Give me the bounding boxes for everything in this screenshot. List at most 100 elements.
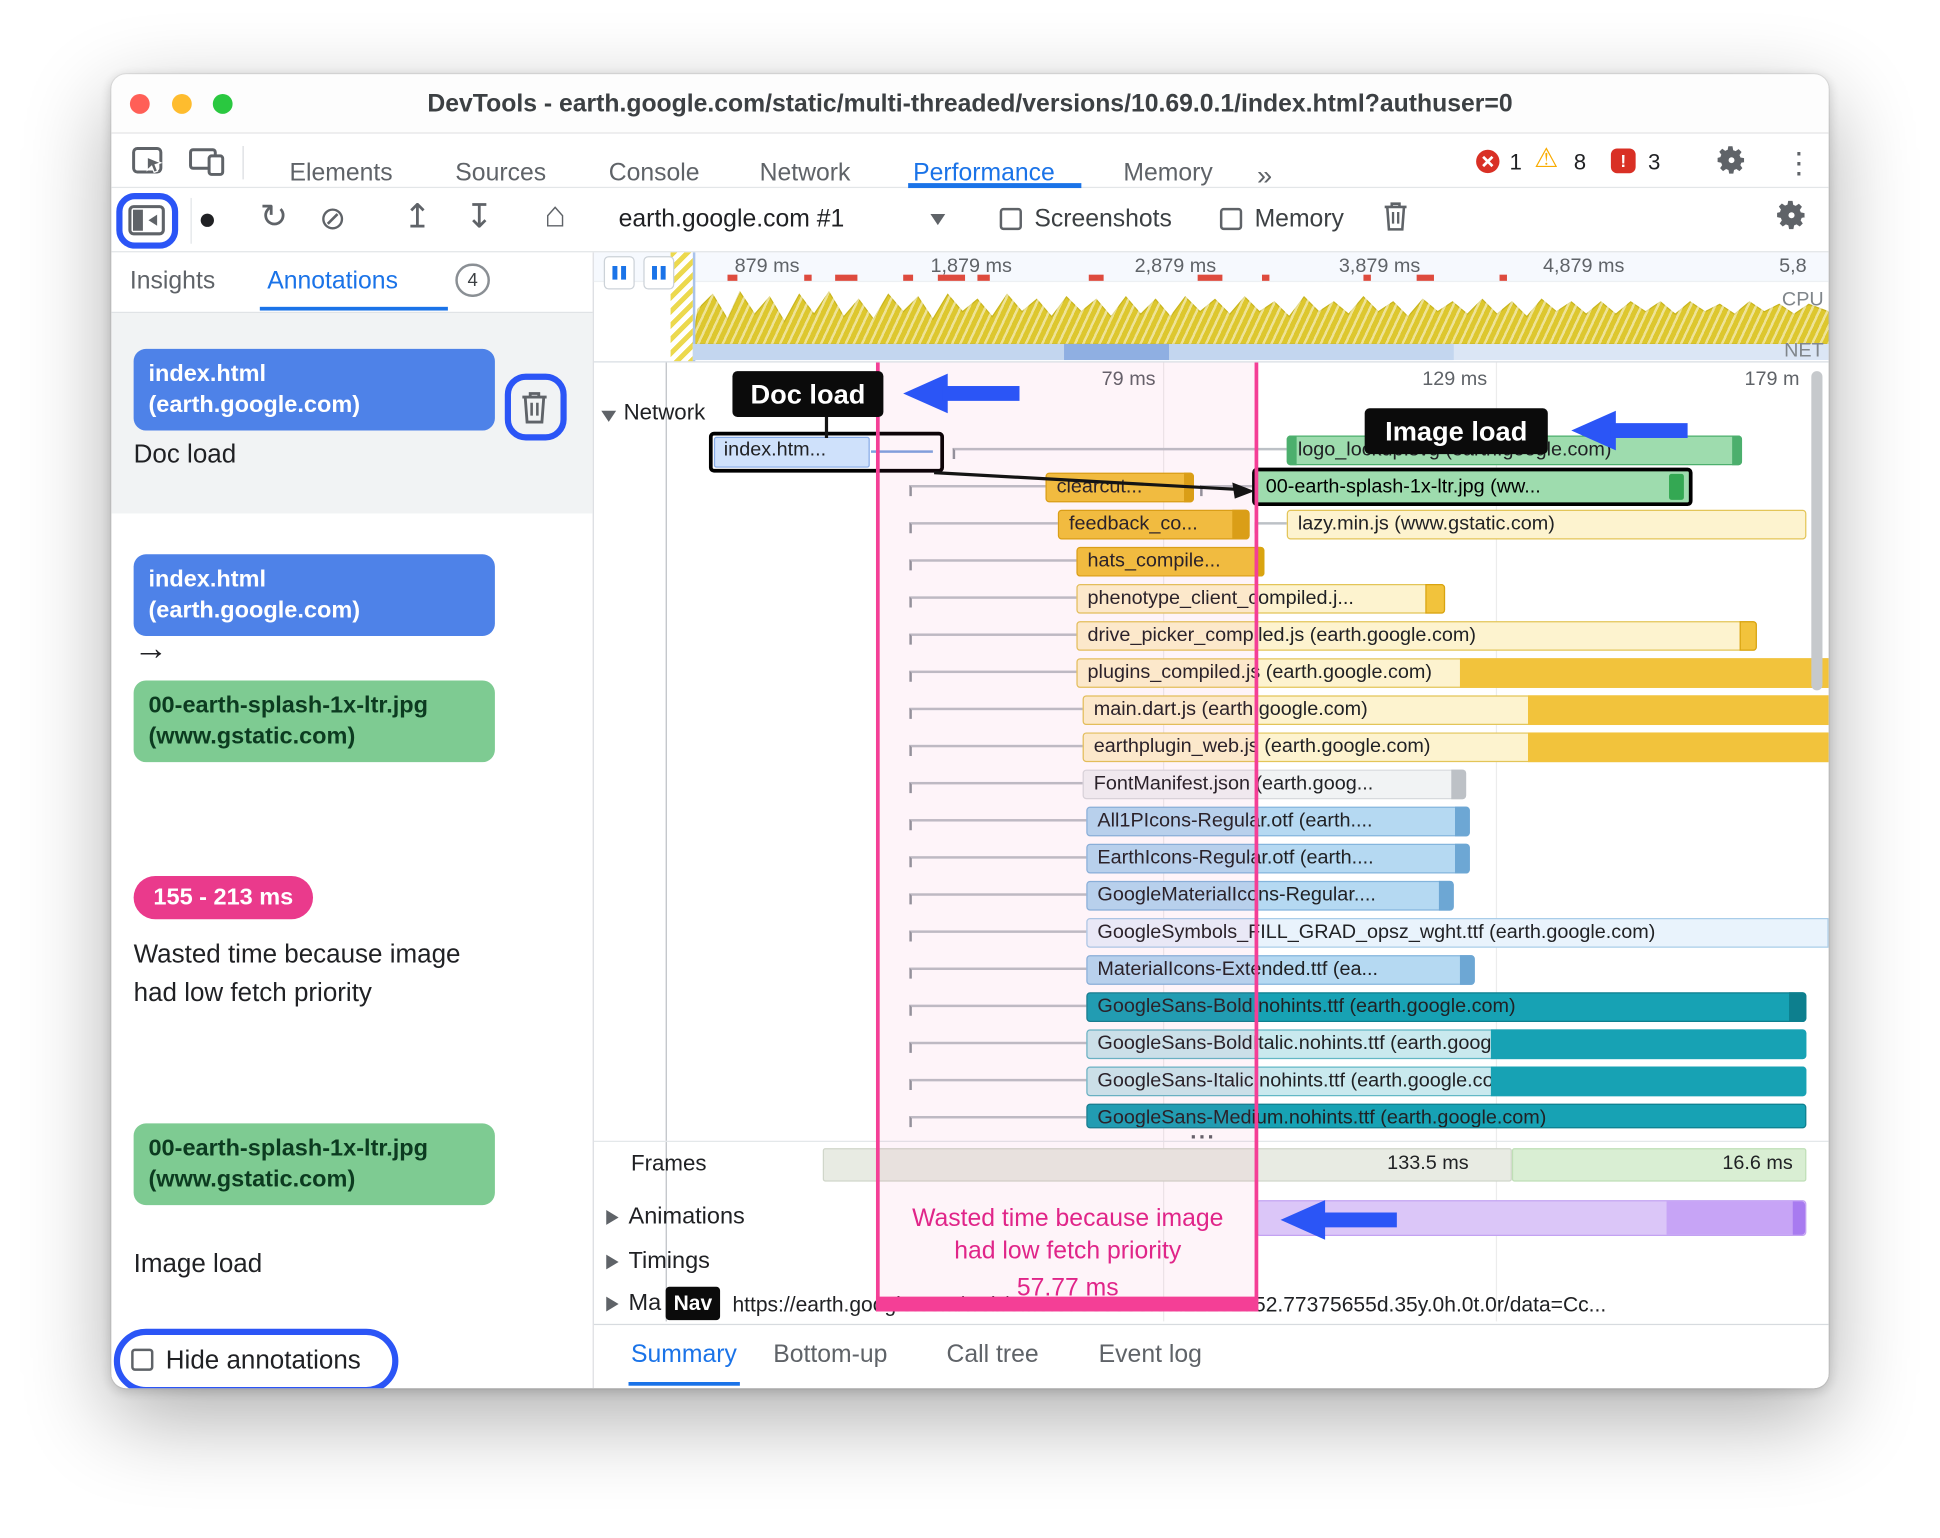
network-request-bar[interactable]: plugins_compiled.js (earth.google.com) — [1076, 658, 1829, 688]
screenshots-checkbox[interactable] — [999, 207, 1022, 231]
inspect-icon[interactable] — [131, 145, 166, 186]
doc-load-annotation-chip[interactable]: Doc load — [732, 371, 884, 417]
upload-profile-icon[interactable]: ↥ — [403, 197, 432, 236]
main-track-label[interactable]: Ma — [628, 1290, 662, 1317]
network-request-bar[interactable]: GoogleSans-Bold.nohints.ttf (earth.googl… — [1086, 992, 1807, 1022]
annotation-pill-index[interactable]: index.html (earth.google.com) — [133, 348, 495, 431]
collect-garbage-icon[interactable] — [1381, 199, 1411, 239]
tab-elements[interactable]: Elements — [289, 159, 393, 187]
gear-icon[interactable] — [1715, 144, 1748, 184]
issues-icon[interactable]: ! — [1610, 148, 1636, 174]
network-overflow-ellipsis[interactable]: ... — [1190, 1118, 1217, 1144]
network-request-bar[interactable]: GoogleSans-Medium.nohints.ttf (earth.goo… — [1086, 1103, 1807, 1129]
network-request-bar[interactable]: All1PIcons-Regular.otf (earth.... — [1086, 806, 1470, 837]
longtask-mark — [1088, 274, 1104, 281]
network-request-bar[interactable]: hats_compile... — [1076, 546, 1265, 577]
frame-bar-1[interactable]: 133.5 ms — [822, 1148, 1512, 1182]
tab-console[interactable]: Console — [608, 159, 700, 187]
request-whisker — [909, 744, 1083, 756]
close-button[interactable] — [129, 94, 150, 114]
error-icon[interactable] — [1475, 148, 1501, 180]
network-request-bar[interactable]: lazy.min.js (www.gstatic.com) — [1286, 509, 1807, 540]
network-request-bar[interactable]: earthplugin_web.js (earth.google.com) — [1082, 732, 1829, 763]
tab-sources[interactable]: Sources — [455, 159, 547, 187]
network-request-bar[interactable]: phenotype_client_compiled.j... — [1076, 583, 1446, 614]
image-load-callout-arrow-icon — [1571, 410, 1690, 451]
screenshots-label[interactable]: Screenshots — [1034, 205, 1172, 233]
time-marker: 179 m — [1744, 368, 1800, 390]
timings-disclosure-triangle-icon[interactable] — [606, 1254, 619, 1270]
clear-icon[interactable]: ⊘ — [319, 199, 347, 237]
panel-settings-gear-icon[interactable] — [1774, 198, 1809, 239]
chevron-down-icon[interactable] — [930, 214, 946, 226]
animation-bar[interactable] — [1255, 1200, 1807, 1237]
bottom-tab-event-log[interactable]: Event log — [1098, 1341, 1202, 1369]
hide-annotations-label[interactable]: Hide annotations — [165, 1346, 361, 1375]
home-icon[interactable]: ⌂ — [544, 195, 567, 236]
request-tail — [871, 450, 933, 453]
frame-bar-2[interactable]: 16.6 ms — [1511, 1148, 1807, 1182]
network-request-bar[interactable]: MaterialIcons-Extended.ttf (ea... — [1086, 955, 1475, 985]
network-request-bar[interactable]: feedback_co... — [1057, 509, 1250, 540]
zoom-button[interactable] — [212, 94, 233, 114]
bottom-tab-bottom-up[interactable]: Bottom-up — [773, 1341, 888, 1369]
device-toolbar-icon[interactable] — [188, 145, 225, 186]
tab-performance[interactable]: Performance — [913, 159, 1055, 187]
selection-handle[interactable] — [670, 252, 693, 362]
network-request-bar[interactable]: GoogleSans-Italic.nohints.ttf (earth.goo… — [1086, 1066, 1807, 1097]
sidebar-tab-annotations[interactable]: Annotations — [267, 267, 398, 295]
scrollbar-thumb[interactable] — [1811, 371, 1823, 691]
annotation-pill-index-2[interactable]: index.html (earth.google.com) — [133, 554, 495, 636]
kebab-menu-icon[interactable]: ⋮ — [1784, 147, 1814, 181]
memory-checkbox[interactable] — [1219, 207, 1243, 231]
memory-label[interactable]: Memory — [1254, 205, 1344, 233]
trash-icon[interactable] — [518, 388, 550, 431]
divider — [111, 311, 593, 314]
network-request-bar[interactable]: FontManifest.json (earth.goog... — [1082, 769, 1467, 800]
title-bar: DevTools - earth.google.com/static/multi… — [111, 74, 1829, 134]
network-request-bar[interactable]: EarthIcons-Regular.otf (earth.... — [1086, 843, 1470, 874]
timings-track-label[interactable]: Timings — [628, 1248, 710, 1275]
animations-track-label[interactable]: Animations — [628, 1203, 745, 1230]
record-icon[interactable]: ● — [197, 201, 217, 237]
network-request-bar[interactable]: main.dart.js (earth.google.com) — [1082, 695, 1829, 726]
warning-icon[interactable]: ⚠ — [1534, 142, 1559, 174]
network-request-bar[interactable]: clearcut... — [1045, 472, 1194, 503]
download-profile-icon[interactable]: ↧ — [465, 197, 494, 236]
minimize-button[interactable] — [171, 94, 192, 114]
sidebar-tab-insights[interactable]: Insights — [129, 267, 216, 295]
annotation-pill-splash[interactable]: 00-earth-splash-1x-ltr.jpg (www.gstatic.… — [133, 680, 495, 763]
divider — [593, 361, 1829, 363]
error-count[interactable]: 1 — [1509, 149, 1522, 175]
animations-disclosure-triangle-icon[interactable] — [606, 1210, 619, 1225]
network-request-bar[interactable]: drive_picker_compiled.js (earth.google.c… — [1076, 621, 1757, 651]
network-request-bar-splash[interactable]: 00-earth-splash-1x-ltr.jpg (ww... — [1252, 467, 1693, 507]
main-disclosure-triangle-icon[interactable] — [606, 1296, 619, 1312]
network-request-bar[interactable]: GoogleMaterialIcons-Regular.... — [1086, 880, 1454, 911]
bottom-tab-call-tree[interactable]: Call tree — [946, 1341, 1039, 1369]
image-load-annotation-chip[interactable]: Image load — [1364, 408, 1548, 455]
annotation-pill-splash-2[interactable]: 00-earth-splash-1x-ltr.jpg (www.gstatic.… — [133, 1123, 495, 1206]
tab-memory[interactable]: Memory — [1123, 159, 1213, 187]
pause-button-1[interactable] — [603, 256, 635, 290]
hide-annotations-checkbox[interactable] — [131, 1348, 154, 1371]
toggle-sidebar-icon[interactable] — [127, 203, 165, 244]
network-request-bar-index[interactable]: index.htm... — [708, 431, 945, 473]
issues-count[interactable]: 3 — [1648, 149, 1661, 175]
annotation-range-badge[interactable]: 155 - 213 ms — [133, 875, 314, 920]
network-request-bar[interactable]: GoogleSymbols_FILL_GRAD_opsz_wght.ttf (e… — [1086, 918, 1829, 948]
wasted-time-band-left-edge — [875, 362, 880, 1312]
nav-marker-chip[interactable]: Nav — [665, 1286, 721, 1321]
tab-network[interactable]: Network — [759, 159, 851, 187]
warning-count[interactable]: 8 — [1573, 149, 1587, 175]
more-tabs-icon[interactable]: » — [1257, 159, 1273, 191]
pause-button-2[interactable] — [643, 256, 675, 290]
profile-select[interactable]: earth.google.com #1 — [618, 205, 845, 233]
request-whisker — [909, 781, 1083, 794]
bottom-tab-summary[interactable]: Summary — [630, 1341, 737, 1369]
frames-track-label[interactable]: Frames — [630, 1150, 707, 1176]
reload-icon[interactable]: ↻ — [259, 197, 288, 236]
network-track-label[interactable]: Network — [623, 399, 706, 425]
network-request-bar[interactable]: GoogleSans-BoldItalic.nohints.ttf (earth… — [1086, 1029, 1807, 1060]
network-disclosure-triangle-icon[interactable] — [601, 410, 617, 422]
